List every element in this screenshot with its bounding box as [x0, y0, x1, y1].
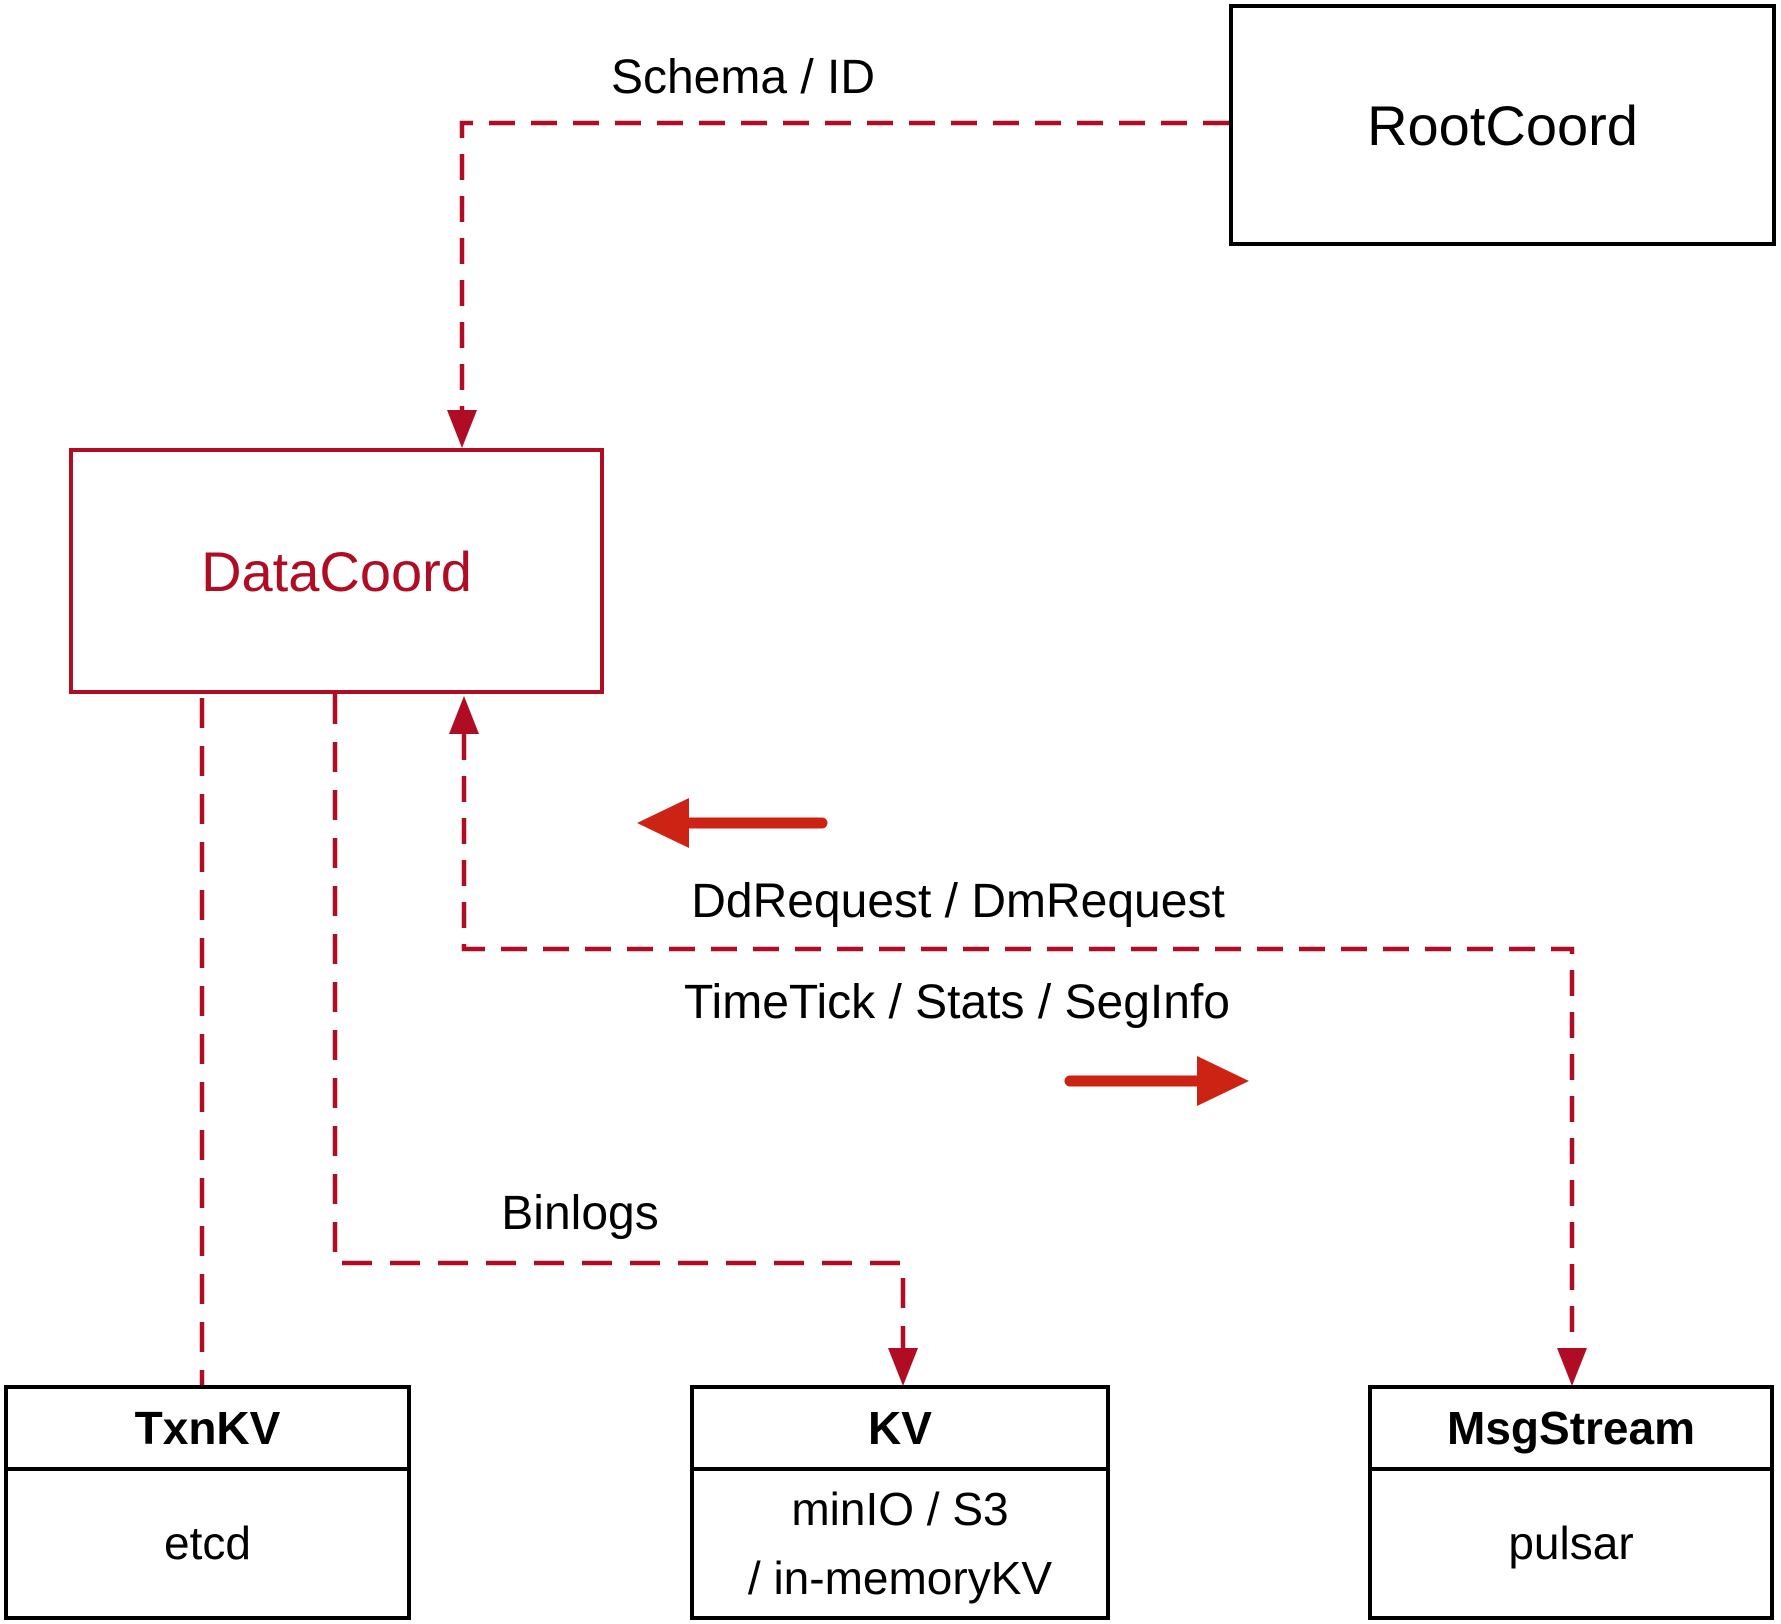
txnkv-body: etcd [164, 1517, 251, 1569]
kv-node: KV minIO / S3 / in-memoryKV [690, 1385, 1110, 1620]
msgstream-title: MsgStream [1372, 1389, 1770, 1471]
arrowhead-into-datacoord-top [447, 410, 477, 448]
arrowhead-into-datacoord-bottom [449, 696, 479, 734]
kv-body-line2: / in-memoryKV [747, 1551, 1053, 1604]
rootcoord-label: RootCoord [1367, 93, 1638, 157]
right-direction-arrow [1064, 1056, 1249, 1106]
rootcoord-node: RootCoord [1229, 4, 1776, 246]
kv-body: minIO / S3 / in-memoryKV [694, 1471, 1106, 1616]
edge-schema-id [459, 120, 1229, 412]
txnkv-title: TxnKV [8, 1389, 407, 1471]
ddrequest-dmrequest-edge-label: DdRequest / DmRequest [691, 875, 1225, 928]
msgstream-body: pulsar [1508, 1517, 1634, 1569]
edge-ddrequest-timetick [461, 734, 1575, 1350]
kv-body-line1: minIO / S3 [791, 1482, 1009, 1535]
edge-binlogs [332, 694, 906, 1350]
datacoord-node: DataCoord [69, 448, 604, 694]
timetick-stats-seginfo-edge-label: TimeTick / Stats / SegInfo [684, 976, 1230, 1029]
txnkv-node: TxnKV etcd [4, 1385, 411, 1620]
left-direction-arrow [637, 798, 828, 848]
datacoord-label: DataCoord [201, 539, 472, 603]
schema-id-edge-label: Schema / ID [610, 51, 876, 104]
arrowhead-into-kv-top [888, 1348, 918, 1386]
msgstream-node: MsgStream pulsar [1368, 1385, 1774, 1620]
kv-title: KV [694, 1389, 1106, 1471]
binlogs-edge-label: Binlogs [501, 1187, 659, 1240]
arrowhead-into-msgstream-top [1557, 1348, 1587, 1386]
